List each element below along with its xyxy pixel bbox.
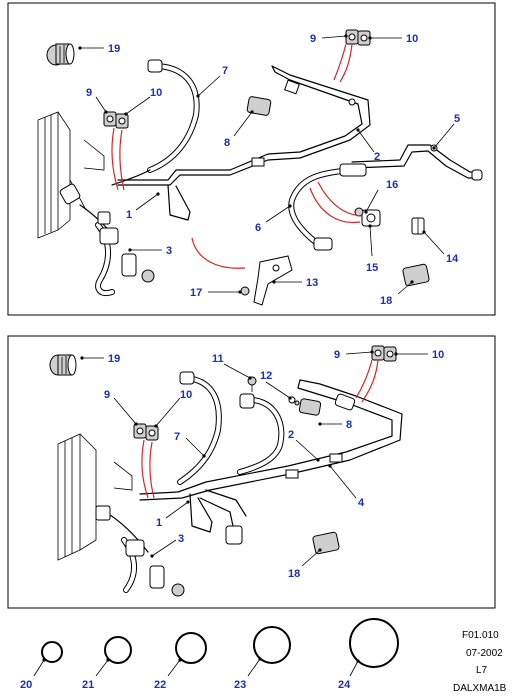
bracket-15-16-top	[354, 207, 381, 227]
pad-18-top	[402, 263, 430, 287]
panel-top: 19 7 9 10 9 10 5 8 2 16 1 6 3	[7, 2, 496, 316]
hose-7-bottom	[177, 371, 222, 485]
bracket-13-top	[240, 255, 293, 306]
o-ring-24	[349, 618, 399, 668]
pad-8-top	[246, 96, 272, 116]
o-ring-21	[104, 636, 132, 664]
hose-2-bottom	[237, 393, 285, 475]
callout-8: 8	[224, 137, 230, 149]
callout-6: 6	[255, 222, 261, 234]
callout-13: 13	[306, 277, 318, 289]
callouts-top: 19 7 9 10 9 10 5 8 2 16 1 6 3	[78, 33, 460, 307]
callout-7: 7	[222, 65, 228, 77]
pipe-3-bottom	[95, 505, 185, 597]
callout-4: 4	[358, 497, 365, 509]
red-leaders-top	[111, 43, 363, 269]
issue-date: 07-2002	[466, 648, 503, 659]
callout-16: 16	[386, 179, 398, 191]
pad-8-bottom	[298, 398, 322, 416]
pad-18-bottom	[312, 531, 340, 555]
hose-5-top	[351, 144, 483, 181]
callout-15: 15	[366, 262, 378, 274]
clip-9-10-left-bottom	[133, 423, 159, 441]
callout-23: 23	[234, 679, 246, 691]
callouts-bottom: 19 11 12 9 10 9 10 7 8 2 4 1 3	[80, 349, 444, 580]
drawing-code: DALXMA1B	[453, 683, 507, 694]
callout-9: 9	[86, 87, 92, 99]
o-ring-23	[253, 626, 291, 664]
callout-3: 3	[178, 533, 184, 545]
o-ring-22	[175, 632, 207, 664]
red-leaders-bottom	[141, 359, 379, 499]
panel-top-frame	[7, 2, 496, 316]
callout-9: 9	[334, 349, 340, 361]
callout-12: 12	[260, 370, 272, 382]
pipe-4-bottom	[139, 379, 403, 545]
callout-1: 1	[156, 517, 162, 529]
panel-bottom: 19 11 12 9 10 9 10 7 8 2 4 1 3	[7, 335, 496, 609]
clip-9-10-left-top	[103, 111, 129, 129]
callout-19: 19	[108, 43, 120, 55]
o-ring-20	[41, 641, 63, 663]
callout-14: 14	[446, 253, 459, 265]
callout-24: 24	[338, 679, 351, 691]
clip-14-top	[411, 217, 425, 235]
callout-10: 10	[180, 389, 192, 401]
callout-10: 10	[432, 349, 444, 361]
callout-21: 21	[82, 679, 94, 691]
hose-7-top	[111, 59, 200, 186]
callout-18: 18	[380, 295, 392, 307]
callout-2: 2	[288, 429, 294, 441]
callout-20: 20	[20, 679, 32, 691]
callout-8: 8	[346, 419, 352, 431]
callout-11: 11	[212, 353, 224, 365]
condenser-top	[37, 111, 105, 239]
grommet-bottom	[49, 354, 77, 376]
pipe-3-top	[59, 183, 155, 296]
clip-9-10-right-top	[345, 29, 371, 46]
callout-3: 3	[166, 245, 172, 257]
callout-10: 10	[150, 87, 162, 99]
grommet-top	[46, 43, 75, 66]
callout-19: 19	[108, 353, 120, 365]
callout-2: 2	[374, 151, 380, 163]
info-block: F01.010 07-2002 L7 DALXMA1B	[453, 630, 507, 694]
callout-10: 10	[406, 33, 418, 45]
callout-1: 1	[126, 209, 132, 221]
o-rings: 20 21 22 23 24	[20, 618, 399, 691]
panel-bottom-frame	[7, 335, 496, 609]
ref-code: F01.010	[462, 630, 499, 641]
condenser-bottom	[57, 433, 133, 561]
clip-9-10-right-bottom	[371, 345, 397, 362]
callout-7: 7	[174, 431, 180, 443]
level: L7	[476, 665, 488, 676]
hose-6-top	[288, 163, 367, 251]
callout-9: 9	[104, 389, 110, 401]
callout-22: 22	[154, 679, 166, 691]
callout-18: 18	[288, 568, 300, 580]
callout-17: 17	[190, 287, 202, 299]
callout-9: 9	[310, 33, 316, 45]
callout-5: 5	[454, 113, 460, 125]
pipe-2-top	[117, 65, 371, 221]
